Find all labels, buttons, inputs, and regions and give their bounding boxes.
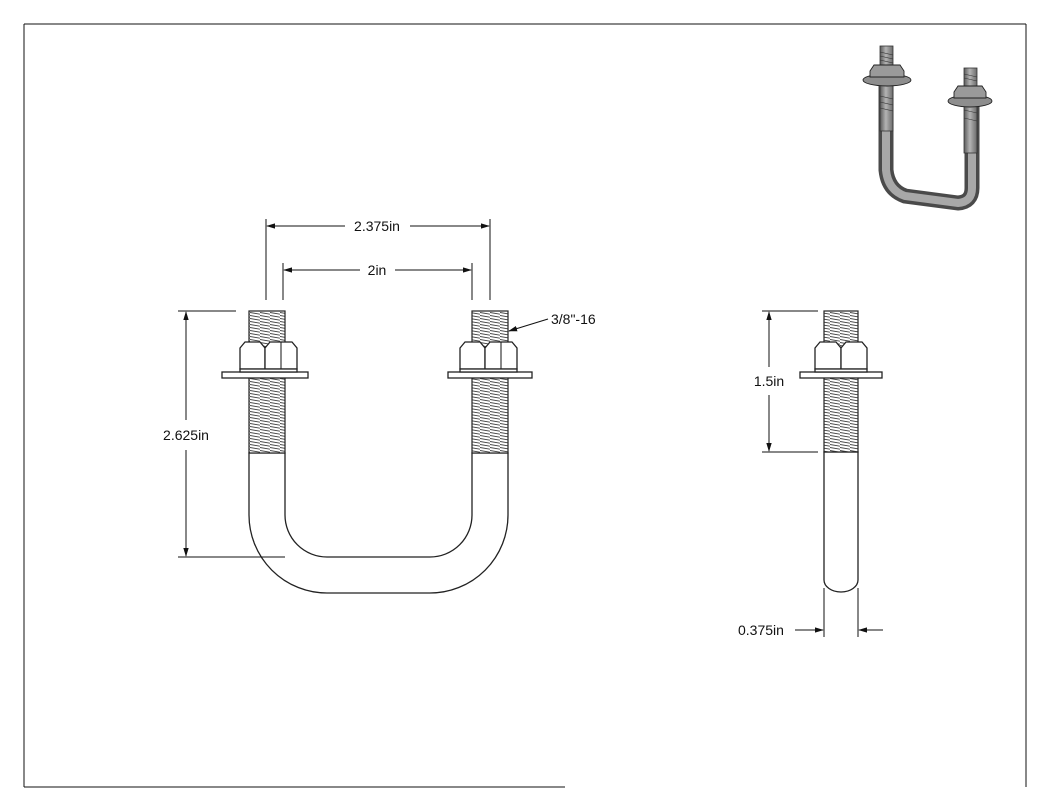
right-nut	[447, 341, 533, 379]
left-thread	[248, 310, 286, 454]
right-washer	[447, 371, 533, 379]
side-thread	[823, 310, 859, 453]
left-nut	[221, 341, 309, 379]
thread-spec-label: 3/8"-16	[551, 311, 596, 327]
side-nut	[799, 341, 883, 379]
isometric-view	[862, 45, 993, 211]
u-bend-body	[248, 452, 509, 594]
left-washer	[221, 371, 309, 379]
side-rod	[823, 451, 859, 593]
right-thread	[471, 310, 509, 454]
side-view-u-bolt	[799, 310, 883, 593]
dimension-inner-width: 2in	[282, 262, 473, 300]
thread-callout: 3/8"-16	[508, 311, 596, 332]
front-view-u-bolt	[221, 310, 533, 594]
height-label: 2.625in	[163, 427, 209, 443]
side-washer	[799, 371, 883, 379]
overall-width-label: 2.375in	[354, 218, 400, 234]
dimension-thread-length: 1.5in	[754, 310, 818, 453]
dimension-rod-diameter: 0.375in	[738, 588, 883, 638]
rod-diameter-label: 0.375in	[738, 622, 784, 638]
dimension-overall-width: 2.375in	[265, 218, 491, 300]
inner-width-label: 2in	[368, 262, 387, 278]
thread-length-label: 1.5in	[754, 373, 784, 389]
iso-left-nut	[862, 64, 912, 87]
sheet-border	[23, 23, 1027, 788]
iso-right-nut	[947, 85, 993, 108]
dimension-height: 2.625in	[163, 310, 285, 558]
